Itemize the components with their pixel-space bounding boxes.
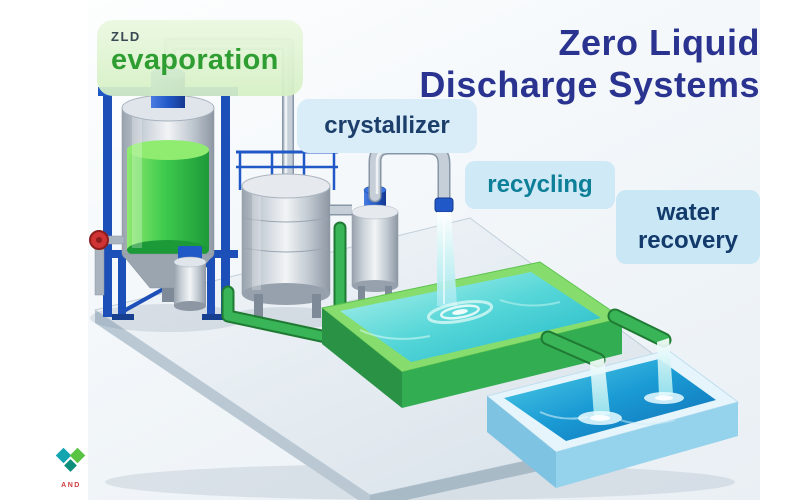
frame-column — [221, 95, 230, 317]
title-line1: Zero Liquid — [558, 22, 760, 63]
red-valve — [89, 230, 125, 296]
waterfall — [590, 358, 610, 417]
pour-stream — [437, 212, 457, 306]
feed-tank — [351, 185, 399, 304]
label-water-recovery-line2: recovery — [637, 227, 739, 254]
swirl — [426, 300, 494, 324]
label-water-recovery: water recovery — [616, 190, 760, 264]
frame-column — [103, 95, 112, 317]
green-liquid — [127, 150, 209, 250]
title-line2: Discharge Systems — [419, 64, 760, 106]
label-recycling-text: recycling — [487, 171, 593, 198]
label-crystallizer-text: crystallizer — [324, 112, 450, 139]
waterfall — [657, 338, 673, 397]
label-crystallizer: crystallizer — [297, 99, 477, 153]
brand-logo: AND — [55, 447, 86, 489]
label-water-recovery-line1: water — [656, 199, 720, 227]
pump-vessel — [173, 246, 207, 311]
logo-text: AND — [61, 482, 81, 489]
water-recovery-basin — [485, 349, 740, 488]
label-recycling: recycling — [465, 161, 615, 209]
logo-diamond-dark — [64, 459, 77, 472]
transfer-pipes-and-waterfalls — [540, 308, 684, 425]
label-zld: ZLD — [111, 29, 141, 44]
label-evaporation-text: evaporation — [111, 44, 279, 76]
crystallizer-tank — [236, 150, 352, 318]
page-title: Zero Liquid Discharge Systems — [360, 22, 760, 107]
label-evaporation: ZLD evaporation — [97, 20, 303, 96]
nozzle — [434, 197, 454, 213]
